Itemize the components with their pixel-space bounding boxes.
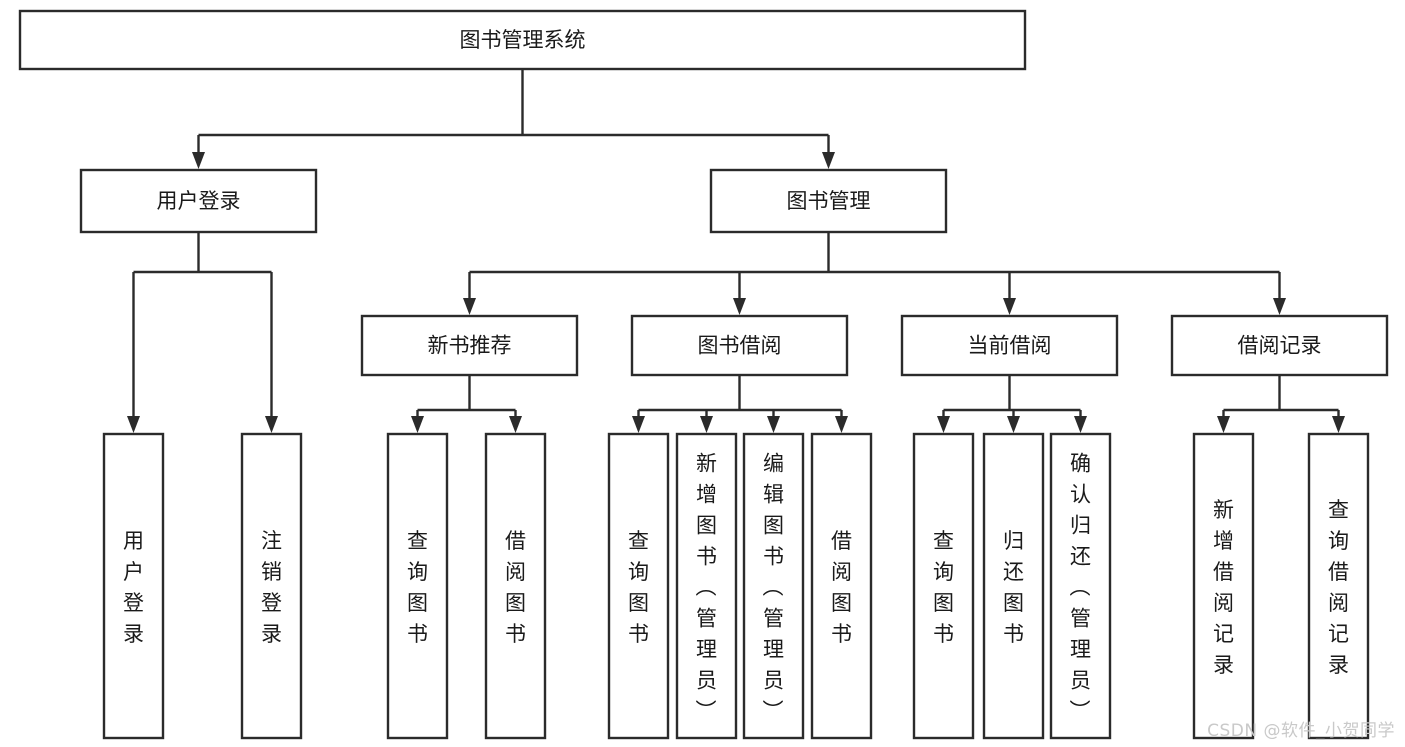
node-box[interactable] [360, 314, 579, 377]
node-label: 查询借阅记录 [1328, 498, 1349, 677]
connector-group-book-borrow [632, 375, 848, 433]
node-label: 用户登录 [157, 189, 241, 213]
node-new-book-rec[interactable]: 新书推荐 [360, 314, 579, 377]
node-label: 用户登录 [123, 529, 144, 646]
arrow-head-icon [192, 152, 205, 169]
arrow-head-icon [835, 416, 848, 433]
node-label: 归还图书 [1003, 529, 1024, 646]
node-box[interactable] [1170, 314, 1389, 377]
arrow-head-icon [1003, 298, 1016, 315]
arrow-head-icon [1217, 416, 1230, 433]
node-box[interactable] [79, 168, 318, 234]
node-leaf-rec-query[interactable]: 查询图书 [386, 432, 449, 740]
connector-group-book-manage [463, 232, 1286, 315]
node-box[interactable] [900, 314, 1119, 377]
node-leaf-cb-query[interactable]: 查询图书 [912, 432, 975, 740]
node-borrow-record[interactable]: 借阅记录 [1170, 314, 1389, 377]
node-leaf-user-login[interactable]: 用户登录 [102, 432, 165, 740]
node-box[interactable] [102, 432, 165, 740]
node-book-borrow[interactable]: 图书借阅 [630, 314, 849, 377]
node-box[interactable] [675, 432, 738, 740]
node-label: 图书管理系统 [460, 28, 586, 52]
node-label: 借阅图书 [505, 529, 526, 646]
connector-group-current-borrow [937, 375, 1087, 433]
node-box[interactable] [484, 432, 547, 740]
node-leaf-bb-borrow[interactable]: 借阅图书 [810, 432, 873, 740]
node-book-manage[interactable]: 图书管理 [709, 168, 948, 234]
node-box[interactable] [1192, 432, 1255, 740]
node-label: 新书推荐 [428, 334, 512, 358]
arrow-head-icon [733, 298, 746, 315]
node-box[interactable] [607, 432, 670, 740]
connector-group-new-book-rec [411, 375, 522, 433]
node-label: 当前借阅 [968, 334, 1052, 358]
node-label: 新增借阅记录 [1213, 498, 1234, 677]
node-current-borrow[interactable]: 当前借阅 [900, 314, 1119, 377]
node-box[interactable] [709, 168, 948, 234]
node-leaf-rec-borrow[interactable]: 借阅图书 [484, 432, 547, 740]
node-box[interactable] [982, 432, 1045, 740]
arrow-head-icon [127, 416, 140, 433]
arrow-head-icon [1273, 298, 1286, 315]
node-leaf-br-query[interactable]: 查询借阅记录 [1307, 432, 1370, 740]
node-label: 借阅图书 [831, 529, 852, 646]
node-label: 查询图书 [628, 529, 649, 646]
node-leaf-logout[interactable]: 注销登录 [240, 432, 303, 740]
arrow-head-icon [1007, 416, 1020, 433]
node-box[interactable] [630, 314, 849, 377]
node-label: 注销登录 [261, 529, 282, 646]
node-layer: 图书管理系统用户登录图书管理新书推荐图书借阅当前借阅借阅记录用户登录注销登录查询… [18, 9, 1389, 740]
arrow-head-icon [411, 416, 424, 433]
node-box[interactable] [18, 9, 1027, 71]
connector-group-user-login [127, 232, 278, 433]
node-label: 图书借阅 [698, 334, 782, 358]
connector-group-root [192, 69, 835, 169]
node-root[interactable]: 图书管理系统 [18, 9, 1027, 71]
arrow-head-icon [822, 152, 835, 169]
node-box[interactable] [1307, 432, 1370, 740]
arrow-head-icon [1074, 416, 1087, 433]
node-label: 借阅记录 [1238, 334, 1322, 358]
node-label: 编辑图书（管理员） [763, 452, 785, 724]
arrow-head-icon [1332, 416, 1345, 433]
node-label: 查询图书 [407, 529, 428, 646]
node-box[interactable] [912, 432, 975, 740]
node-box[interactable] [240, 432, 303, 740]
connector-group-borrow-record [1217, 375, 1345, 433]
arrow-head-icon [700, 416, 713, 433]
node-box[interactable] [742, 432, 805, 740]
node-leaf-br-add[interactable]: 新增借阅记录 [1192, 432, 1255, 740]
node-label: 图书管理 [787, 189, 871, 213]
node-label: 新增图书（管理员） [696, 452, 718, 724]
node-leaf-cb-confirm[interactable]: 确认归还（管理员） [1049, 432, 1112, 740]
node-label: 查询图书 [933, 529, 954, 646]
node-leaf-bb-add[interactable]: 新增图书（管理员） [675, 432, 738, 740]
node-leaf-cb-return[interactable]: 归还图书 [982, 432, 1045, 740]
node-leaf-bb-query[interactable]: 查询图书 [607, 432, 670, 740]
node-box[interactable] [1049, 432, 1112, 740]
arrow-head-icon [463, 298, 476, 315]
node-leaf-bb-edit[interactable]: 编辑图书（管理员） [742, 432, 805, 740]
arrow-head-icon [265, 416, 278, 433]
arrow-head-icon [632, 416, 645, 433]
arrow-head-icon [767, 416, 780, 433]
arrow-head-icon [509, 416, 522, 433]
node-label: 确认归还（管理员） [1070, 452, 1092, 724]
node-box[interactable] [810, 432, 873, 740]
edge-layer [127, 69, 1345, 433]
watermark: CSDN @软件_小贺同学 [1207, 721, 1395, 741]
node-box[interactable] [386, 432, 449, 740]
arrow-head-icon [937, 416, 950, 433]
node-user-login[interactable]: 用户登录 [79, 168, 318, 234]
